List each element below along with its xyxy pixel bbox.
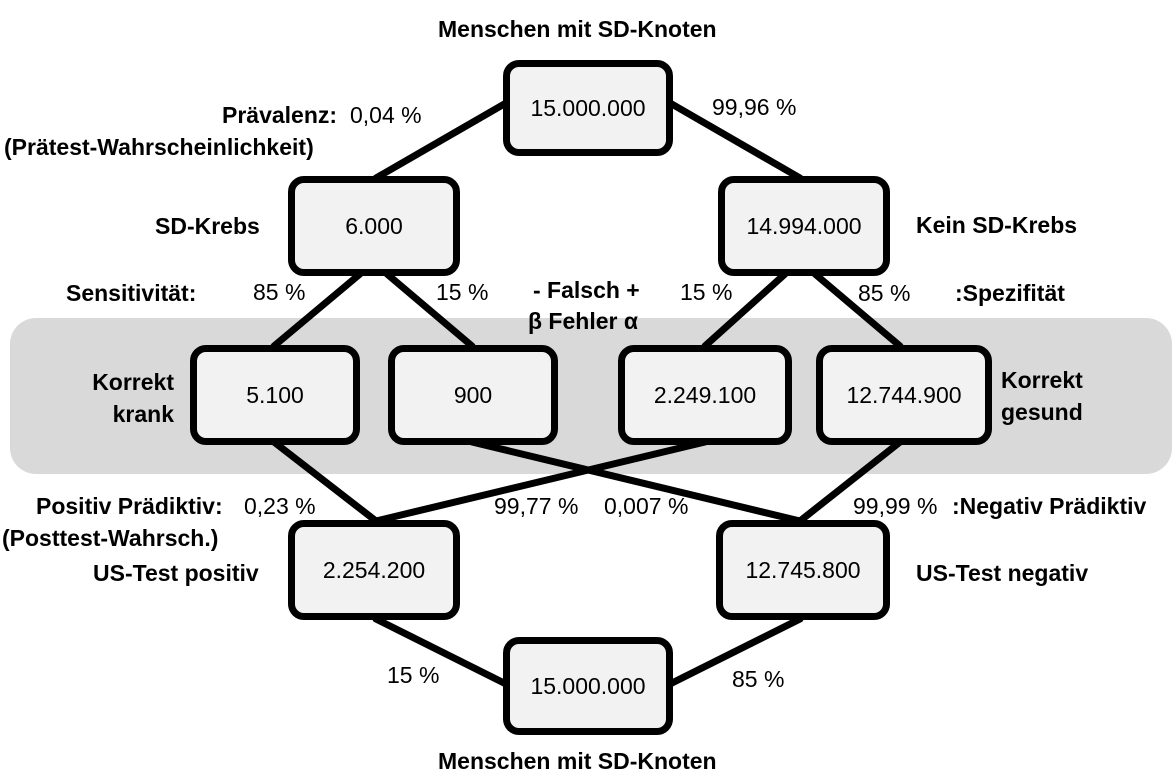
kein-sd-krebs-label: Kein SD-Krebs [916, 212, 1078, 238]
node-falsch-negativ: 900 [388, 345, 558, 445]
korrekt-krank-label-1: Korrekt [92, 369, 174, 395]
edge-falsch-pos-pos [372, 438, 709, 525]
edge-korrekt-gesund-neg [796, 438, 904, 525]
negativ-praediktiv-label: :Negativ Prädiktiv [952, 493, 1147, 519]
korrekt-krank-label-2: krank [112, 401, 174, 427]
top-title: Menschen mit SD-Knoten [438, 16, 717, 42]
bottom-left-pct: 15 % [387, 662, 440, 688]
node-bottom-total: 15.000.000 [503, 637, 673, 735]
us-positiv-label: US-Test positiv [93, 560, 259, 586]
korrekt-gesund-label-2: gesund [1001, 399, 1083, 425]
node-korrekt-krank: 5.100 [190, 345, 360, 445]
edge-pos-bottom [372, 615, 510, 688]
node-falsch-positiv: 2.249.100 [618, 345, 792, 445]
edge-korrekt-krank-pos [270, 438, 380, 525]
sd-krebs-label: SD-Krebs [155, 213, 260, 239]
npv-pct: 99,99 % [853, 493, 938, 519]
praevalenz-value: 0,04 % [350, 102, 422, 128]
node-kein-sd-krebs: 14.994.000 [718, 176, 890, 276]
node-us-negativ: 12.745.800 [716, 520, 890, 620]
falsch-pos-pct: 15 % [680, 279, 733, 305]
edge-falsch-neg-neg [468, 438, 804, 525]
sensitivitaet-label: Sensitivität: [66, 280, 197, 306]
bottom-right-pct: 85 % [732, 666, 785, 692]
node-korrekt-gesund: 12.744.900 [816, 345, 992, 445]
positiv-praediktiv-label: Positiv Prädiktiv: [36, 493, 223, 519]
node-us-positiv: 2.254.200 [288, 520, 460, 620]
edge-kein-korrekt-gesund [811, 270, 904, 350]
edge-top-sdkrebs [372, 99, 510, 182]
korrekt-gesund-label-1: Korrekt [1001, 367, 1083, 393]
praetest-label: (Prätest-Wahrscheinlichkeit) [4, 134, 314, 160]
edge-neg-bottom [666, 615, 804, 688]
falsch-line: - Falsch + [533, 277, 640, 303]
spez-pct: 85 % [858, 280, 911, 306]
falsch-neg-pct: 15 % [436, 279, 489, 305]
sens-pct: 85 % [253, 279, 306, 305]
node-top-total: 15.000.000 [503, 60, 673, 156]
edge-top-kein [666, 99, 804, 182]
praevalenz-label: Prävalenz: [222, 102, 338, 128]
ppv-pct: 0,23 % [244, 493, 316, 519]
node-sd-krebs: 6.000 [288, 176, 460, 276]
bottom-title: Menschen mit SD-Knoten [438, 748, 717, 774]
edge-sdkrebs-korrekt-krank [270, 270, 364, 350]
posttest-label: (Posttest-Wahrsch.) [2, 525, 219, 551]
top-right-pct: 99,96 % [712, 94, 797, 120]
mid-left-pct: 99,77 % [494, 493, 579, 519]
spezifitaet-label: :Spezifität [955, 280, 1065, 306]
us-negativ-label: US-Test negativ [916, 560, 1089, 586]
mid-right-pct: 0,007 % [604, 493, 689, 519]
edge-kein-falsch-pos [701, 270, 789, 350]
edge-sdkrebs-falsch-neg [383, 270, 476, 350]
fehler-line: β Fehler α [528, 308, 638, 334]
